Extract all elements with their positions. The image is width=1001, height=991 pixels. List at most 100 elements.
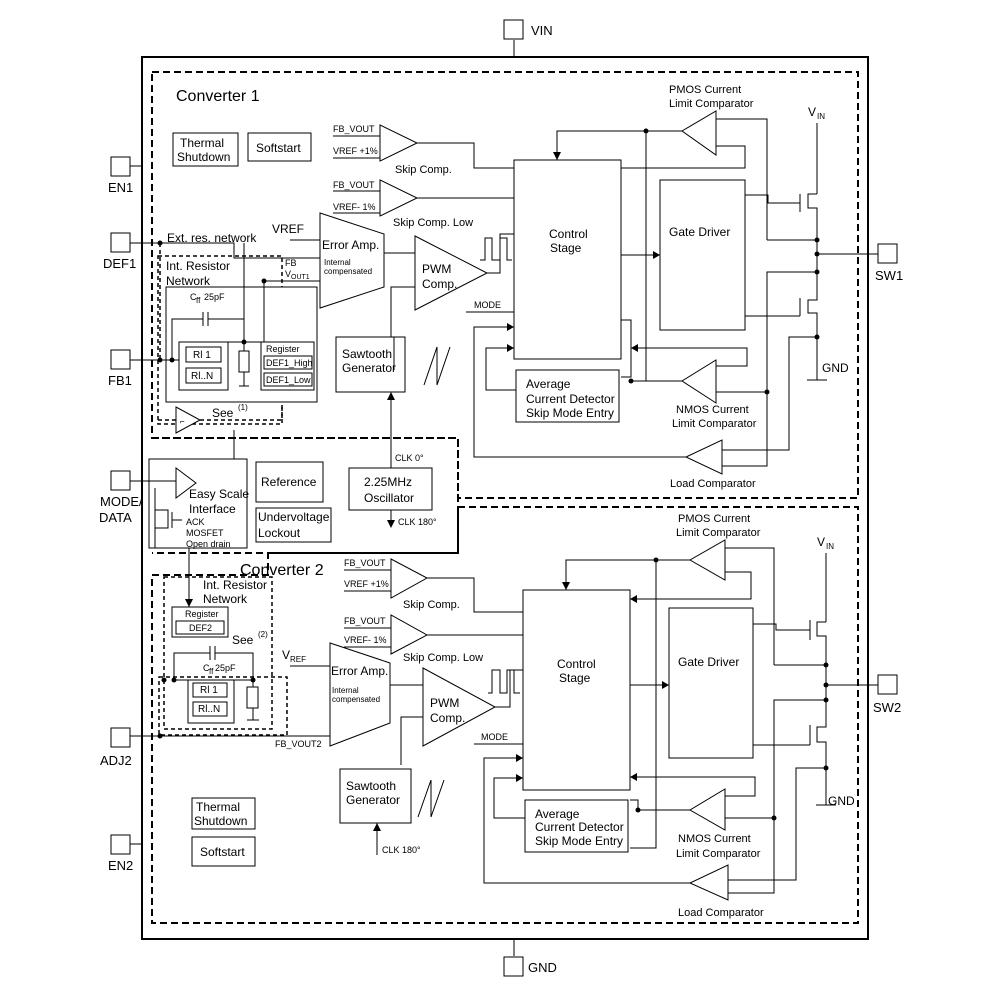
thermal-shutdown-1: Thermal Shutdown [172, 132, 239, 167]
svg-text:FB: FB [285, 258, 297, 268]
pmos-comparator-1: PMOS Current Limit Comparator [553, 84, 768, 240]
pin-vin-label: VIN [531, 23, 553, 38]
svg-text:V: V [808, 105, 816, 119]
svg-text:Skip Mode Entry: Skip Mode Entry [526, 406, 614, 420]
svg-text:Internal: Internal [332, 686, 359, 695]
svg-text:PWM: PWM [430, 696, 459, 710]
svg-text:(1): (1) [238, 403, 248, 412]
svg-text:Error Amp.: Error Amp. [322, 238, 379, 252]
converter2-title: Converter 2 [240, 562, 324, 579]
load-comparator-1: Load Comparator [473, 323, 768, 490]
fb-vout2-label: FB_VOUT2 [275, 739, 322, 749]
see-note-1: ⌐ See (1) [158, 403, 283, 434]
svg-text:Limit Comparator: Limit Comparator [669, 98, 754, 110]
svg-text:FB_VOUT: FB_VOUT [333, 180, 375, 190]
svg-text:Rl 1: Rl 1 [193, 350, 211, 361]
pin-mode-data [110, 470, 131, 491]
svg-text:CLK 180°: CLK 180° [382, 845, 421, 855]
svg-text:DEF2: DEF2 [189, 623, 212, 633]
pin-gnd [503, 956, 524, 977]
svg-text:OUT1: OUT1 [291, 274, 310, 281]
svg-text:Gate Driver: Gate Driver [669, 225, 730, 239]
power-stage-2: V IN GND [728, 535, 878, 881]
svg-text:(2): (2) [258, 630, 268, 639]
int-resistor-network-2: Int. Resistor Network Register DEF2 See … [158, 576, 288, 736]
svg-text:Control: Control [549, 227, 588, 241]
svg-text:2.25MHz: 2.25MHz [364, 475, 412, 489]
svg-text:GND: GND [828, 794, 855, 808]
pin-sw2 [877, 674, 898, 695]
svg-text:Skip Mode Entry: Skip Mode Entry [535, 834, 623, 848]
svg-text:Average: Average [526, 377, 571, 391]
nmos-comparator-2: NMOS Current Limit Comparator [630, 560, 777, 860]
svg-text:Skip Comp.: Skip Comp. [395, 164, 452, 176]
pin-en1 [110, 156, 131, 177]
svg-text:CLK 0°: CLK 0° [395, 453, 424, 463]
pin-fb1-label: FB1 [108, 373, 132, 388]
svg-text:C: C [203, 663, 210, 673]
svg-text:Thermal: Thermal [196, 800, 240, 814]
svg-text:PMOS Current: PMOS Current [669, 84, 741, 96]
svg-text:FB_VOUT: FB_VOUT [344, 558, 386, 568]
pin-data-label: DATA [99, 510, 132, 525]
shared-region [152, 437, 459, 554]
svg-text:V: V [817, 535, 825, 549]
pmos-comparator-2: PMOS Current Limit Comparator [562, 513, 775, 665]
svg-text:Softstart: Softstart [200, 845, 245, 859]
svg-text:Generator: Generator [342, 361, 396, 375]
svg-text:VREF- 1%: VREF- 1% [344, 635, 387, 645]
oscillator-block: 2.25MHz Oscillator CLK 0° CLK 180° [348, 392, 437, 528]
pin-adj2-label: ADJ2 [100, 753, 132, 768]
avg-current-detector-1: Average Current Detector Skip Mode Entry [485, 344, 620, 423]
svg-text:Network: Network [203, 592, 248, 606]
pin-en1-label: EN1 [108, 180, 133, 195]
svg-text:C: C [190, 292, 197, 302]
pin-sw2-label: SW2 [873, 700, 901, 715]
uvlo-block: Undervoltage Lockout [255, 507, 332, 543]
gate-driver-2: Gate Driver [668, 607, 754, 759]
svg-text:FB_VOUT: FB_VOUT [344, 616, 386, 626]
svg-text:Open drain: Open drain [186, 539, 231, 549]
nmos-comparator-1: NMOS Current Limit Comparator [628, 131, 770, 430]
svg-text:PMOS Current: PMOS Current [678, 513, 750, 525]
pin-sw1-label: SW1 [875, 268, 903, 283]
pin-en2-label: EN2 [108, 858, 133, 873]
pin-adj2 [110, 727, 131, 748]
sawtooth-generator-1: Sawtooth Generator [335, 319, 451, 393]
skip-comp-low-2: FB_VOUT VREF- 1% Skip Comp. Low [344, 614, 523, 664]
pwm-comp-1: PWM Comp. [390, 233, 514, 319]
svg-text:Skip Comp.: Skip Comp. [403, 599, 460, 611]
load-comparator-2: Load Comparator [483, 754, 775, 919]
svg-text:See: See [212, 406, 234, 420]
svg-text:Network: Network [166, 274, 211, 288]
skip-comp-1: FB_VOUT VREF +1% Skip Comp. [333, 124, 514, 176]
svg-text:IN: IN [817, 112, 825, 121]
svg-text:Stage: Stage [559, 671, 591, 685]
svg-text:Limit Comparator: Limit Comparator [672, 418, 757, 430]
svg-text:Average: Average [535, 807, 580, 821]
skip-comp-2: FB_VOUT VREF +1% Skip Comp. [344, 558, 523, 613]
converter1-title: Converter 1 [176, 88, 260, 105]
control-stage-1: Control Stage [513, 159, 660, 378]
svg-text:REF: REF [290, 655, 306, 664]
svg-text:Comp.: Comp. [422, 277, 457, 291]
pin-def1-label: DEF1 [103, 256, 136, 271]
svg-text:Sawtooth: Sawtooth [342, 347, 392, 361]
pin-gnd-label: GND [528, 960, 557, 975]
svg-text:Limit Comparator: Limit Comparator [676, 527, 761, 539]
converter2-region [151, 506, 859, 924]
svg-text:Internal: Internal [324, 258, 351, 267]
svg-text:ACK: ACK [186, 517, 205, 527]
svg-text:Interface: Interface [189, 502, 236, 516]
pin-vin [503, 19, 524, 40]
int-resistor-network-1: Int. Resistor Network C ff 25pF Rl 1 Rl.… [157, 243, 318, 425]
pin-en2 [110, 834, 131, 855]
svg-text:NMOS Current: NMOS Current [676, 404, 749, 416]
pin-fb1 [110, 349, 131, 370]
svg-text:Current Detector: Current Detector [526, 392, 615, 406]
thermal-shutdown-2: Thermal Shutdown [191, 797, 256, 830]
svg-text:Reference: Reference [261, 475, 317, 489]
svg-text:Error Amp.: Error Amp. [331, 664, 388, 678]
svg-text:V: V [285, 269, 291, 279]
